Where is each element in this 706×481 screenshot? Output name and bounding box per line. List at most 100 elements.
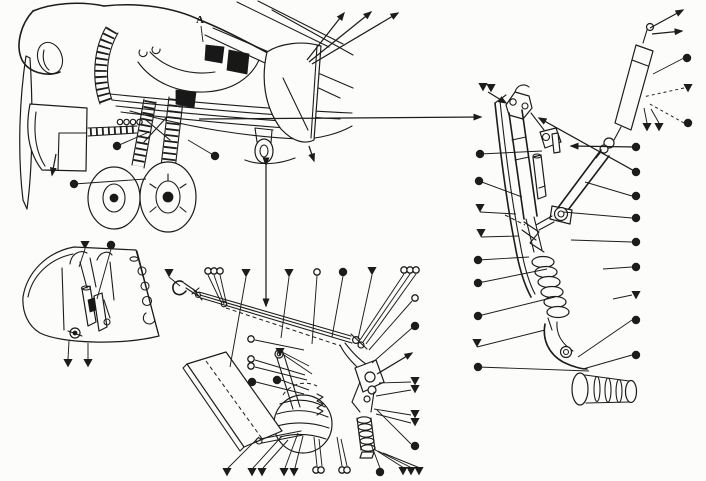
callout-triangle-marker (279, 468, 289, 477)
pointer-arrow (649, 9, 685, 29)
callout-triangle-marker (241, 269, 251, 278)
callout-triangle-marker (472, 339, 482, 348)
leader-line (262, 439, 289, 469)
tailwheel-steering-assembly (316, 359, 385, 416)
tailwheel-detail-view (172, 280, 385, 459)
callout-dot-marker (631, 167, 641, 177)
callout-triangle-marker (410, 385, 420, 394)
callout-triangle-marker (475, 204, 485, 213)
leader-line (357, 274, 373, 340)
callout-triangle-marker (275, 348, 285, 357)
callout-ring-marker (247, 355, 255, 363)
callout-triangle-marker (683, 84, 693, 93)
pointer-arrow (49, 153, 57, 177)
leader-line (73, 178, 147, 185)
callout-ring-marker (247, 335, 255, 343)
leader-line (213, 274, 225, 305)
leader-line (378, 381, 412, 384)
callout-dot-marker (475, 149, 485, 159)
callout-triangle-marker (289, 468, 299, 477)
callout-triangle-marker (410, 377, 420, 386)
detail-label-a: A (196, 14, 204, 26)
leader-line (480, 235, 520, 238)
callout-triangle-marker (80, 241, 90, 250)
aircraft-overview-view (18, 0, 354, 233)
callout-dot-marker (106, 240, 116, 250)
callout-dot-marker (473, 255, 483, 265)
leader-line (373, 408, 412, 416)
callout-dot-marker (112, 141, 122, 151)
callout-dot-marker (247, 377, 257, 387)
leader-line (331, 275, 344, 338)
callout-dot-marker (473, 278, 483, 288)
callout-dot-marker (338, 267, 348, 277)
pointer-arrow (306, 11, 345, 61)
leader-line (294, 435, 304, 469)
pointer-arrow (651, 28, 684, 36)
callout-dot-marker (682, 53, 692, 63)
leader-line (377, 450, 413, 469)
leader-line (477, 366, 590, 372)
callout-layer (49, 9, 693, 477)
leader-line (371, 327, 413, 364)
leader-line (311, 275, 318, 345)
callout-dot-marker (631, 191, 641, 201)
callout-triangle-marker (410, 418, 420, 427)
pointer-arrow (308, 145, 315, 163)
leader-line (582, 354, 633, 370)
callout-dot-marker (473, 311, 483, 321)
callout-dot-marker (410, 441, 420, 451)
leader-line (376, 409, 412, 445)
callout-dot-marker (474, 176, 484, 186)
callout-dot-marker (375, 467, 385, 477)
leader-line (200, 25, 204, 43)
engine-cowling (18, 2, 119, 105)
leader-line (479, 150, 543, 155)
leader-line (382, 452, 421, 469)
leader-line (570, 239, 633, 243)
leader-line (187, 139, 216, 157)
leader-line (476, 329, 546, 348)
leader-line (370, 443, 381, 469)
leader-line (643, 107, 648, 124)
callout-ring-marker (412, 266, 420, 274)
main-wheel-left (87, 166, 141, 230)
leader-line (219, 274, 228, 307)
callout-dot-marker (473, 362, 483, 372)
leader-line (255, 381, 305, 395)
callout-ring-marker (247, 362, 255, 370)
callout-triangle-marker (642, 123, 652, 132)
pointer-arrow (311, 12, 400, 65)
leader-line (280, 379, 310, 391)
propeller-blade (19, 55, 33, 210)
pointer-arrow (198, 113, 483, 121)
retraction-actuator (595, 22, 655, 159)
inset-actuator-cylinders (61, 251, 115, 339)
callout-dot-marker (272, 375, 282, 385)
tailwheel-fork (274, 349, 301, 410)
leader-line (207, 274, 222, 303)
callout-dot-marker (631, 213, 641, 223)
leader-line (373, 448, 405, 469)
callout-triangle-marker (398, 467, 408, 476)
callout-dot-marker (210, 151, 220, 161)
callout-ring-marker (343, 466, 351, 474)
leader-line (252, 435, 283, 469)
leader-line (577, 319, 633, 358)
callout-ring-marker (411, 294, 419, 302)
shock-ring-stack (531, 255, 570, 331)
callout-triangle-marker (63, 359, 73, 368)
main-gear-strut-detail-view (494, 22, 655, 406)
wheelwell-inset-view (22, 246, 160, 343)
callout-triangle-marker (476, 229, 486, 238)
leader-line (375, 389, 412, 397)
leader-line (612, 294, 633, 300)
drag-brace-tube (535, 149, 610, 231)
leader-line (67, 340, 70, 360)
leader-line (562, 211, 633, 219)
tail-wheel-overview (254, 127, 274, 164)
leader-line (336, 436, 343, 467)
callout-dot-marker (631, 262, 641, 272)
main-wheel-right (139, 161, 197, 233)
